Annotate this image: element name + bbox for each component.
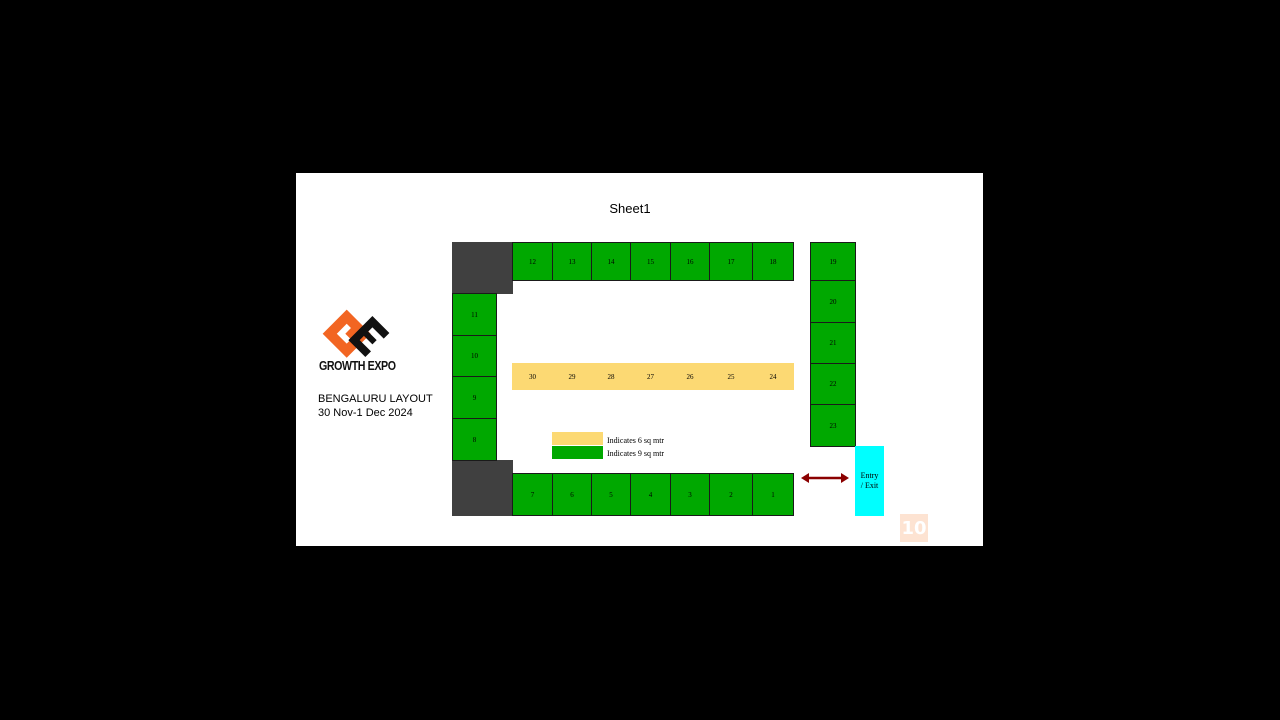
legend-label-6sqm: Indicates 6 sq mtr: [607, 436, 665, 445]
double-arrow-icon: [801, 473, 849, 483]
booth-8: 8: [452, 418, 497, 461]
legend-swatch-6sqm: [552, 432, 603, 445]
layout-label: BENGALURU LAYOUT 30 Nov-1 Dec 2024: [318, 392, 433, 420]
booth-24: 24: [752, 363, 794, 390]
booth-29: 29: [552, 363, 592, 390]
booth-14: 14: [591, 242, 631, 281]
booth-13: 13: [552, 242, 592, 281]
booth-21: 21: [810, 322, 856, 364]
corner-block-bottom: [452, 460, 513, 516]
booth-26: 26: [670, 363, 710, 390]
booth-2: 2: [709, 473, 753, 516]
layout-title: BENGALURU LAYOUT: [318, 393, 433, 405]
sheet-title: Sheet1: [609, 201, 651, 216]
booth-1: 1: [752, 473, 794, 516]
exit-label: / Exit: [860, 481, 879, 490]
entry-exit: Entry / Exit: [855, 446, 884, 516]
booth-30: 30: [512, 363, 553, 390]
booth-6: 6: [552, 473, 592, 516]
booth-9: 9: [452, 376, 497, 419]
booth-18: 18: [752, 242, 794, 281]
booth-28: 28: [591, 363, 631, 390]
booth-10: 10: [452, 335, 497, 377]
page-number: 10: [900, 514, 928, 542]
booth-19: 19: [810, 242, 856, 281]
entry-label: Entry: [860, 471, 879, 480]
legend-swatch-9sqm: [552, 446, 603, 459]
booth-25: 25: [709, 363, 753, 390]
growth-expo-logo: [322, 309, 390, 358]
booth-15: 15: [630, 242, 671, 281]
booth-7: 7: [512, 473, 553, 516]
booth-5: 5: [591, 473, 631, 516]
booth-20: 20: [810, 280, 856, 323]
booth-12: 12: [512, 242, 553, 281]
corner-block-top: [452, 242, 513, 294]
booth-16: 16: [670, 242, 710, 281]
booth-22: 22: [810, 363, 856, 405]
booth-23: 23: [810, 404, 856, 447]
booth-17: 17: [709, 242, 753, 281]
layout-dates: 30 Nov-1 Dec 2024: [318, 407, 413, 419]
layout-slide: Sheet1 GROWTH EXPO BENGALURU LAYOUT 30 N…: [296, 173, 983, 546]
booth-27: 27: [630, 363, 671, 390]
logo-text: GROWTH EXPO: [319, 358, 396, 373]
booth-4: 4: [630, 473, 671, 516]
booth-3: 3: [670, 473, 710, 516]
legend-label-9sqm: Indicates 9 sq mtr: [607, 449, 665, 458]
booth-11: 11: [452, 293, 497, 336]
